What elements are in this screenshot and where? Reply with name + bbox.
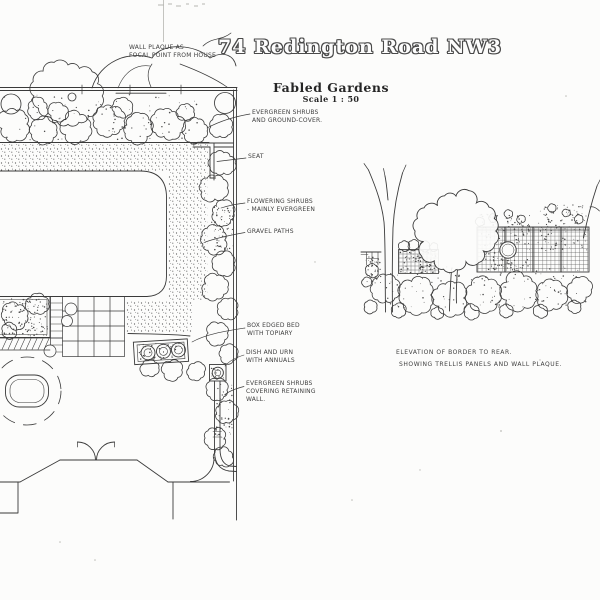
box-edged-border [0,296,63,351]
gravel-path-stipple [0,144,208,333]
note-evergreen-shrubs: EVERGREEN SHRUBS AND GROUND-COVER. [252,109,323,124]
plan-shrub-clouds [0,59,240,468]
retaining-wall [212,380,237,472]
wall-plaque-leaders [147,63,228,88]
elevation-linework [360,163,600,321]
corner-tree [214,92,236,114]
lawn-outline [0,170,167,297]
plan-linework [0,32,251,521]
house-outline [0,441,230,520]
elevation-sapling [583,179,600,239]
elevation-ground [360,251,382,266]
plan-planting-dots [2,94,234,440]
note-dish-urn: DISH AND URN WITH ANNUALS [246,349,295,364]
scan-marks [59,0,567,561]
door-swing-arc [96,441,115,461]
note-wall-plaque: WALL PLAQUE AS FOCAL POINT FROM HOUSE [129,44,216,59]
topiary-bed [132,338,190,366]
note-retaining-wall: EVERGREEN SHRUBS COVERING RETAINING WALL… [246,380,316,403]
elevation-centre-tree-trunk [449,268,458,312]
tree-trunk-dot [67,92,77,102]
pot [43,344,57,358]
note-flowering-shrubs: FLOWERING SHRUBS - MAINLY EVERGREEN [247,198,316,213]
wall-plaque-elevation [499,241,517,259]
sheet-title-project: Fabled Gardens [272,80,389,95]
trees-beyond-wall [0,32,237,115]
paved-terrace [43,296,125,358]
elevation-large-tree [363,163,407,313]
door-swing-arc [77,441,96,461]
path-bottom-edge [127,333,191,337]
pot [61,315,73,327]
pond-planting-dashed [0,356,62,426]
small-tree [0,93,22,115]
note-gravel-paths: GRAVEL PATHS [247,228,294,235]
elevation-caption-line1: ELEVATION OF BORDER TO REAR. [396,349,512,356]
right-boundary-wall [233,87,237,521]
pond [0,356,62,426]
sheet-title-address: 74 Redington Road NW3 [217,36,502,58]
gate-swing-arc [190,457,215,482]
elevation-caption-line2: SHOWING TRELLIS PANELS AND WALL PLAQUE. [399,361,563,368]
pot [64,302,78,316]
sheet-title-scale: Scale 1 : 50 [302,94,360,104]
note-seat: SEAT [248,153,264,160]
elevation-centre-tree-canopy [412,188,500,273]
note-box-bed: BOX EDGED BED WITH TOPIARY [247,322,300,337]
seat [192,142,234,181]
